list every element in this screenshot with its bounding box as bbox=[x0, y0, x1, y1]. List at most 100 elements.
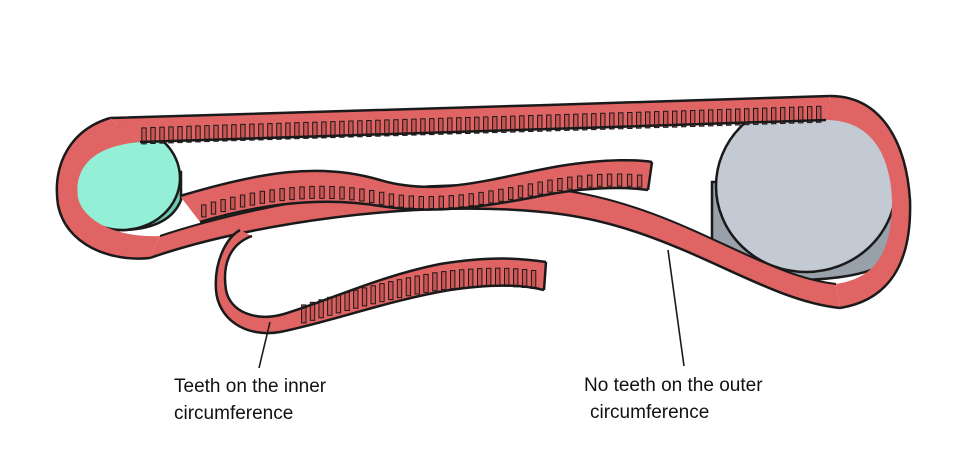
belt-tooth bbox=[428, 196, 435, 209]
belt-tooth bbox=[408, 195, 415, 209]
belt-tooth bbox=[276, 122, 282, 140]
belt-tooth bbox=[567, 176, 573, 190]
belt-tooth bbox=[459, 269, 465, 289]
belt-tooth bbox=[423, 273, 429, 293]
label-teeth-inner-line2: circumference bbox=[174, 403, 294, 424]
belt-tooth bbox=[359, 188, 365, 202]
belt-tooth bbox=[329, 186, 335, 199]
leader-line-outer bbox=[667, 249, 685, 367]
belt-tooth bbox=[357, 120, 363, 138]
belt-tooth bbox=[379, 283, 385, 303]
belt-tooth bbox=[726, 108, 732, 126]
belt-tooth bbox=[186, 125, 192, 143]
belt-tooth bbox=[672, 110, 678, 128]
belt-tooth bbox=[204, 125, 210, 143]
belt-tooth bbox=[213, 124, 219, 142]
belt-tooth bbox=[378, 191, 385, 205]
belt-tooth bbox=[201, 204, 207, 218]
belt-tooth bbox=[564, 113, 570, 131]
belt-tooth bbox=[309, 185, 315, 199]
belt-tooth bbox=[312, 121, 318, 139]
belt-tooth bbox=[654, 111, 660, 129]
belt-tooth bbox=[344, 292, 350, 311]
belt-tooth bbox=[690, 110, 696, 127]
belt-left-wrap bbox=[55, 116, 160, 260]
label-no-teeth-outer-line2: circumference bbox=[590, 402, 710, 423]
leader-line-inner bbox=[258, 321, 271, 369]
belt-tooth bbox=[606, 173, 613, 187]
belt-tooth bbox=[396, 279, 403, 299]
belt-tooth bbox=[309, 301, 316, 321]
belt-tooth bbox=[335, 294, 342, 314]
belt-tooth bbox=[816, 105, 822, 123]
belt-tooth bbox=[458, 194, 464, 208]
belt-tooth bbox=[353, 289, 359, 309]
belt-tooth bbox=[807, 106, 813, 124]
belt-tooth bbox=[301, 304, 307, 324]
belt-tooth bbox=[597, 173, 603, 187]
belt-tooth bbox=[418, 196, 425, 209]
belt-tooth bbox=[492, 116, 498, 134]
belt-tooth bbox=[495, 267, 501, 287]
belt-tooth bbox=[717, 109, 723, 127]
belt-tooth bbox=[504, 267, 510, 287]
belt-tooth bbox=[411, 118, 417, 136]
belt-tooth bbox=[438, 117, 444, 135]
belt-tooth bbox=[537, 114, 543, 132]
belt-tooth bbox=[456, 117, 462, 135]
belt-tooth bbox=[330, 121, 336, 139]
belt-tooth bbox=[141, 127, 147, 145]
belt-tooth bbox=[636, 111, 642, 129]
label-teeth-inner: Teeth on the inner circumference bbox=[174, 373, 326, 427]
belt-tooth bbox=[168, 126, 174, 144]
belt-tooth bbox=[546, 114, 552, 132]
belt-tooth bbox=[636, 174, 643, 188]
belt-tooth bbox=[517, 185, 524, 199]
belt-tooth bbox=[405, 277, 412, 297]
belt-tooth bbox=[771, 107, 777, 125]
belt-tooth bbox=[339, 186, 345, 200]
belt-tooth bbox=[429, 118, 435, 136]
belt-tooth bbox=[384, 119, 390, 137]
belt-tooth bbox=[159, 126, 165, 144]
belt-tooth bbox=[393, 119, 399, 137]
belt-tooth bbox=[402, 118, 408, 136]
belt-tooth bbox=[259, 190, 266, 204]
belt-tooth bbox=[735, 108, 741, 126]
belt-tooth bbox=[663, 110, 669, 128]
belt-tooth bbox=[483, 116, 489, 134]
belt-tooth bbox=[501, 115, 507, 133]
belt-tooth bbox=[587, 174, 593, 188]
belt-tooth bbox=[488, 190, 494, 204]
belt-tooth bbox=[267, 123, 273, 141]
belt-tooth bbox=[177, 126, 183, 144]
belt-tooth bbox=[279, 188, 285, 202]
belt-tooth bbox=[299, 186, 305, 200]
belt-tooth bbox=[150, 127, 156, 144]
belt-tooth bbox=[339, 120, 345, 138]
belt-tooth bbox=[557, 178, 563, 191]
belt-tooth bbox=[582, 113, 588, 131]
label-teeth-inner-line1: Teeth on the inner bbox=[174, 376, 327, 397]
belt-tooth bbox=[510, 115, 516, 133]
belt-tooth bbox=[438, 195, 445, 209]
belt-tooth bbox=[798, 106, 804, 124]
belt-tooth bbox=[468, 268, 474, 288]
loose-belt-strip-upper bbox=[179, 158, 654, 224]
belt-tooth bbox=[744, 108, 750, 126]
belt-tooth bbox=[231, 124, 237, 142]
belt-tooth bbox=[303, 121, 309, 139]
belt-tooth bbox=[398, 194, 405, 208]
belt-tooth bbox=[789, 106, 795, 124]
belt-top-run bbox=[109, 94, 831, 145]
belt-tooth bbox=[547, 179, 553, 193]
belt-tooth bbox=[349, 187, 355, 201]
belt-tooth bbox=[249, 192, 256, 206]
belt-right-wrap bbox=[826, 94, 912, 310]
belt-tooth bbox=[388, 281, 394, 301]
label-no-teeth-outer: No teeth on the outer circumference bbox=[584, 372, 763, 426]
belt-tooth bbox=[537, 181, 543, 195]
belt-tooth bbox=[319, 185, 325, 199]
belt-tooth bbox=[591, 113, 597, 131]
